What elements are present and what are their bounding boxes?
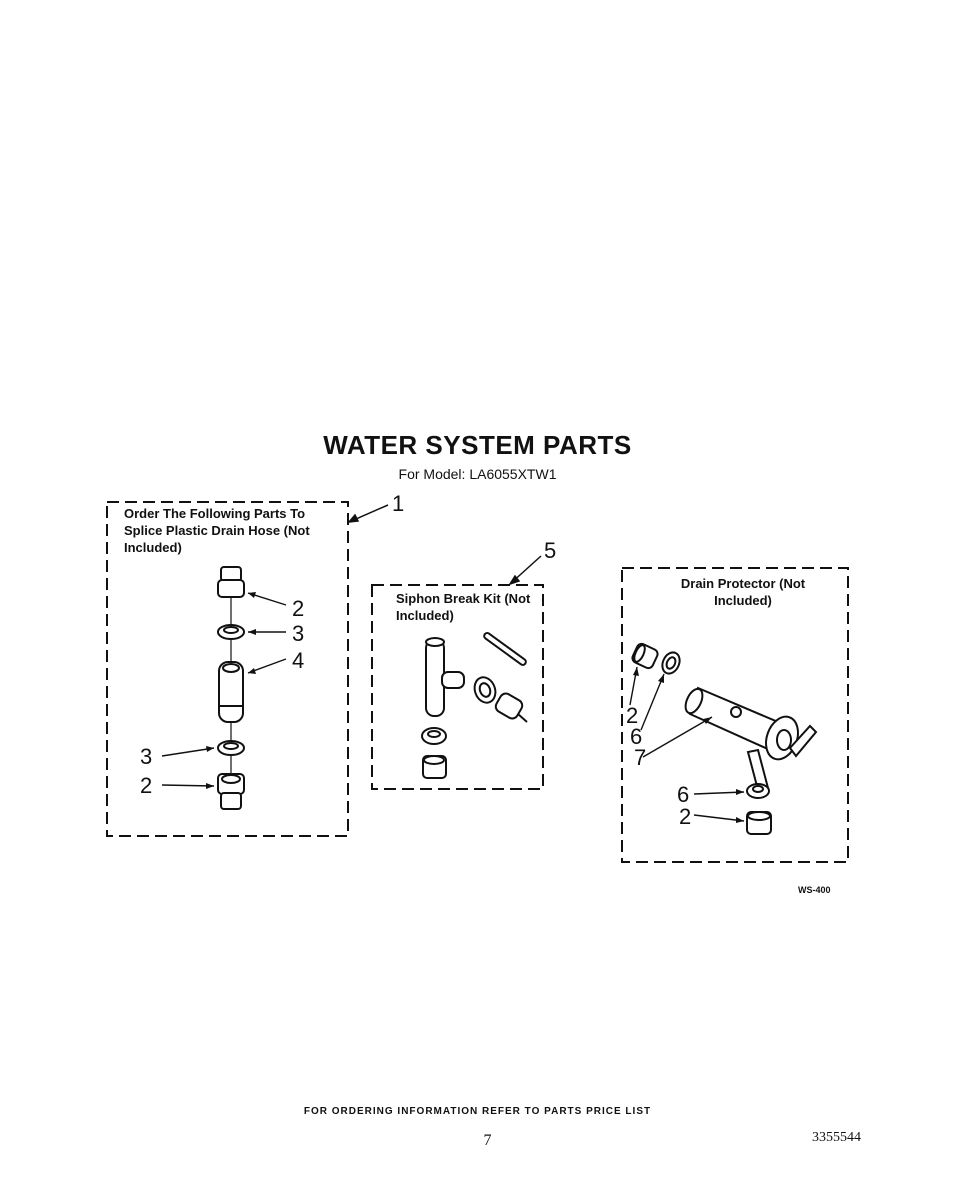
drain-protector-group-label: Drain Protector (Not Included) xyxy=(680,576,806,608)
callout-drain-7: 7 xyxy=(634,745,647,770)
callout-splice-2-top: 2 xyxy=(292,596,305,621)
callout-splice-3-top: 3 xyxy=(292,621,305,646)
callout-5-arrowhead xyxy=(508,574,521,586)
document-number: 3355544 xyxy=(812,1130,861,1145)
callout-drain-2-bottom: 2 xyxy=(679,804,692,829)
siphon-coupling-bottom xyxy=(422,755,447,779)
drain-coupling-bottom xyxy=(746,811,772,835)
model-subtitle: For Model: LA6055XTW1 xyxy=(398,466,557,482)
siphon-washer-right xyxy=(473,676,497,704)
callout-splice-4: 4 xyxy=(292,648,305,673)
callout-splice-3-bottom: 3 xyxy=(140,744,153,769)
hose-clamp-bottom xyxy=(217,740,245,756)
callout-splice-2-bottom: 2 xyxy=(140,773,153,798)
drain-protector-body xyxy=(684,686,818,792)
hose-connector-top xyxy=(217,566,245,598)
callout-5: 5 xyxy=(544,538,557,563)
splice-parts xyxy=(217,566,245,810)
splice-group-label: Order The Following Parts To Splice Plas… xyxy=(124,506,310,555)
hose-clamp-top xyxy=(217,624,245,640)
callout-drain-2-top: 2 xyxy=(626,703,639,728)
hose-connector-bottom xyxy=(217,773,245,810)
page-title: WATER SYSTEM PARTS xyxy=(323,430,632,460)
siphon-parts xyxy=(421,632,528,779)
siphon-group-label: Siphon Break Kit (Not Included) xyxy=(396,591,531,623)
drain-protector-group-box xyxy=(621,567,849,863)
ordering-footer-note: FOR ORDERING INFORMATION REFER TO PARTS … xyxy=(303,1106,652,1117)
callout-1: 1 xyxy=(392,491,405,516)
siphon-valve xyxy=(494,692,528,723)
callout-drain-6-bottom: 6 xyxy=(677,782,690,807)
callout-1-arrowhead xyxy=(347,513,360,523)
drain-protector-parts xyxy=(631,642,818,835)
hose-splice-tube xyxy=(218,661,244,723)
drain-washer-bottom xyxy=(746,783,770,799)
siphon-strap xyxy=(483,632,527,666)
drain-washer-top xyxy=(661,651,681,675)
siphon-group-box xyxy=(371,584,544,790)
siphon-washer-bottom xyxy=(421,727,447,745)
callout-drain-6-top: 6 xyxy=(630,724,643,749)
page-number: 7 xyxy=(483,1132,492,1149)
splice-group-box xyxy=(106,501,349,837)
siphon-tee xyxy=(425,637,465,717)
diagram-code: WS-400 xyxy=(798,885,831,895)
drain-coupling-top xyxy=(631,642,659,670)
